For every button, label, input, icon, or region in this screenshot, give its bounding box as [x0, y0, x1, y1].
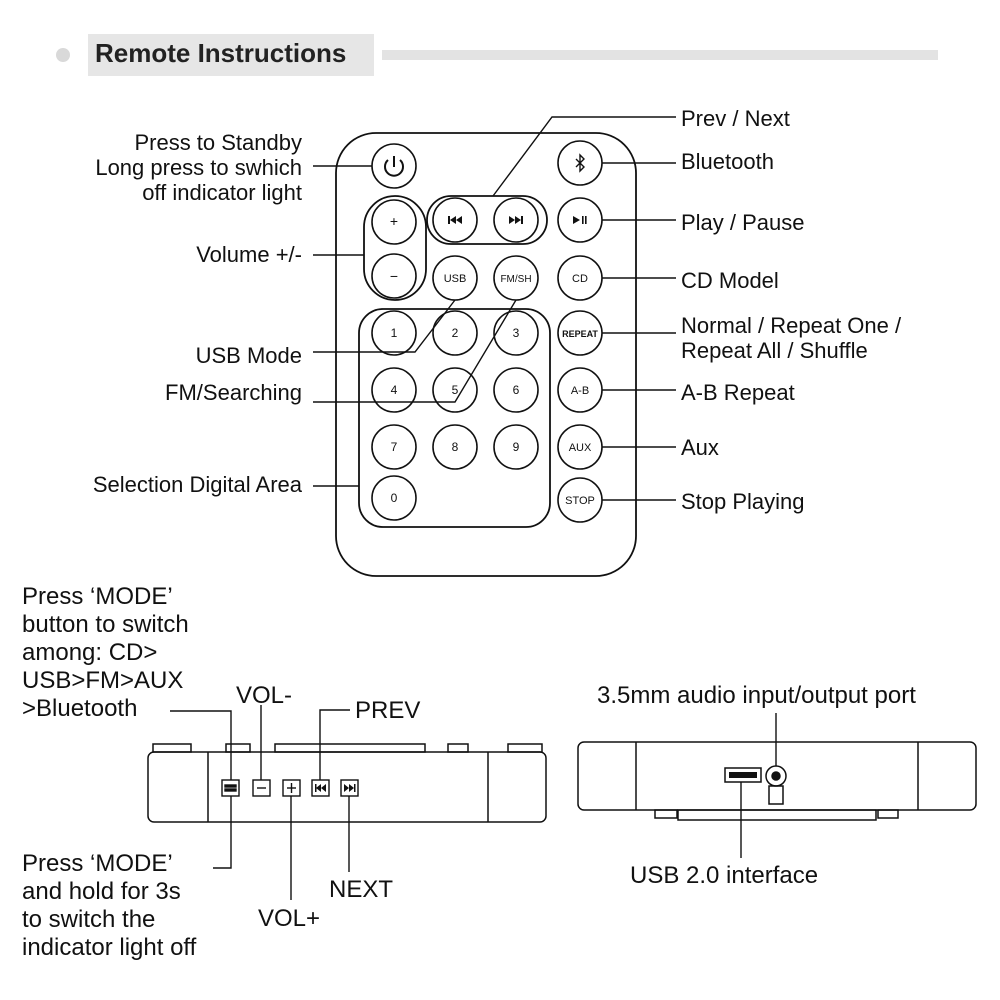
label-repeat-modes: Normal / Repeat One / Repeat All / Shuff… [681, 313, 902, 363]
page-title: Remote Instructions [95, 38, 347, 68]
power-icon [384, 156, 404, 177]
header-rule [382, 50, 938, 60]
remote-body [335, 132, 637, 577]
leader-prev-next [492, 116, 676, 197]
digit-area [358, 308, 551, 528]
label-aux: Aux [681, 435, 719, 460]
label-usb-mode: USB Mode [195, 343, 302, 368]
digit-9-button[interactable] [493, 424, 539, 470]
digit-6-label: 6 [513, 383, 520, 397]
label-vol-minus: VOL- [236, 682, 293, 709]
prev-next-group [426, 195, 548, 245]
mode-button[interactable] [221, 779, 240, 797]
label-cd-model: CD Model [681, 268, 779, 293]
header-title-background [88, 34, 374, 76]
label-mode-hold: Press ‘MODE’ and hold for 3s to switch t… [22, 850, 197, 961]
volume-group [363, 195, 427, 301]
leader-prev [319, 709, 350, 780]
digit-7-button[interactable] [371, 424, 417, 470]
repeat-label: REPEAT [562, 329, 598, 339]
digit-3-label: 3 [513, 326, 520, 340]
fm-sh-label: FM/SH [500, 274, 531, 285]
label-mode-switch: Press ‘MODE’ button to switch among: CD>… [22, 583, 189, 722]
digit-6-button[interactable] [493, 367, 539, 413]
label-bluetooth: Bluetooth [681, 149, 774, 174]
label-vol-plus: VOL+ [258, 905, 321, 932]
digit-8-label: 8 [452, 440, 459, 454]
digit-1-button[interactable] [371, 310, 417, 356]
digit-9-label: 9 [513, 440, 520, 454]
leader-mode-hold [213, 796, 232, 869]
device-front [147, 743, 547, 823]
label-volume: Volume +/- [196, 242, 302, 267]
digit-0-button[interactable] [371, 475, 417, 521]
aux-label: AUX [569, 442, 592, 454]
digit-7-label: 7 [391, 440, 398, 454]
digit-1-label: 1 [391, 326, 398, 340]
label-usb-interface: USB 2.0 interface [630, 862, 819, 889]
front-next-icon [344, 784, 356, 792]
digit-0-label: 0 [391, 491, 398, 505]
label-play-pause: Play / Pause [681, 210, 805, 235]
device-back [577, 741, 977, 821]
bluetooth-icon [575, 153, 585, 173]
label-fm-searching: FM/Searching [165, 380, 302, 405]
volume-up-button[interactable] [371, 199, 417, 245]
leader-usb [313, 299, 456, 353]
label-stop-playing: Stop Playing [681, 489, 805, 514]
play-pause-icon [573, 216, 587, 224]
next-track-icon [509, 216, 523, 224]
front-prev-icon [315, 784, 326, 792]
stop-label: STOP [565, 495, 595, 507]
digit-2-label: 2 [452, 326, 459, 340]
digit-3-button[interactable] [493, 310, 539, 356]
mode-icon [224, 784, 237, 792]
label-prev: PREV [355, 697, 421, 724]
leader-fm [313, 299, 517, 403]
leader-vol-minus [230, 712, 261, 780]
label-ab-repeat: A-B Repeat [681, 380, 795, 405]
ab-label: A-B [571, 385, 589, 397]
label-next: NEXT [329, 876, 394, 903]
header-bullet [56, 48, 70, 62]
prev-track-icon [448, 216, 462, 224]
label-standby: Press to Standby Long press to swhich of… [95, 130, 302, 205]
digit-5-label: 5 [452, 383, 459, 397]
label-digital-area: Selection Digital Area [92, 472, 302, 497]
digit-8-button[interactable] [432, 424, 478, 470]
label-prev-next: Prev / Next [681, 106, 790, 131]
plus-icon [287, 783, 296, 793]
digit-4-label: 4 [391, 383, 398, 397]
volume-up-label: + [390, 213, 398, 229]
usb-port-icon [724, 767, 762, 783]
cd-label: CD [572, 273, 588, 285]
volume-down-label: − [390, 268, 398, 284]
digit-5-button[interactable] [432, 367, 478, 413]
audio-jack-icon [765, 765, 787, 805]
digit-2-button[interactable] [432, 310, 478, 356]
digit-4-button[interactable] [371, 367, 417, 413]
volume-down-button[interactable] [371, 253, 417, 299]
usb-label: USB [444, 273, 467, 285]
label-audio-port: 3.5mm audio input/output port [597, 682, 916, 709]
leader-mode [170, 710, 232, 780]
